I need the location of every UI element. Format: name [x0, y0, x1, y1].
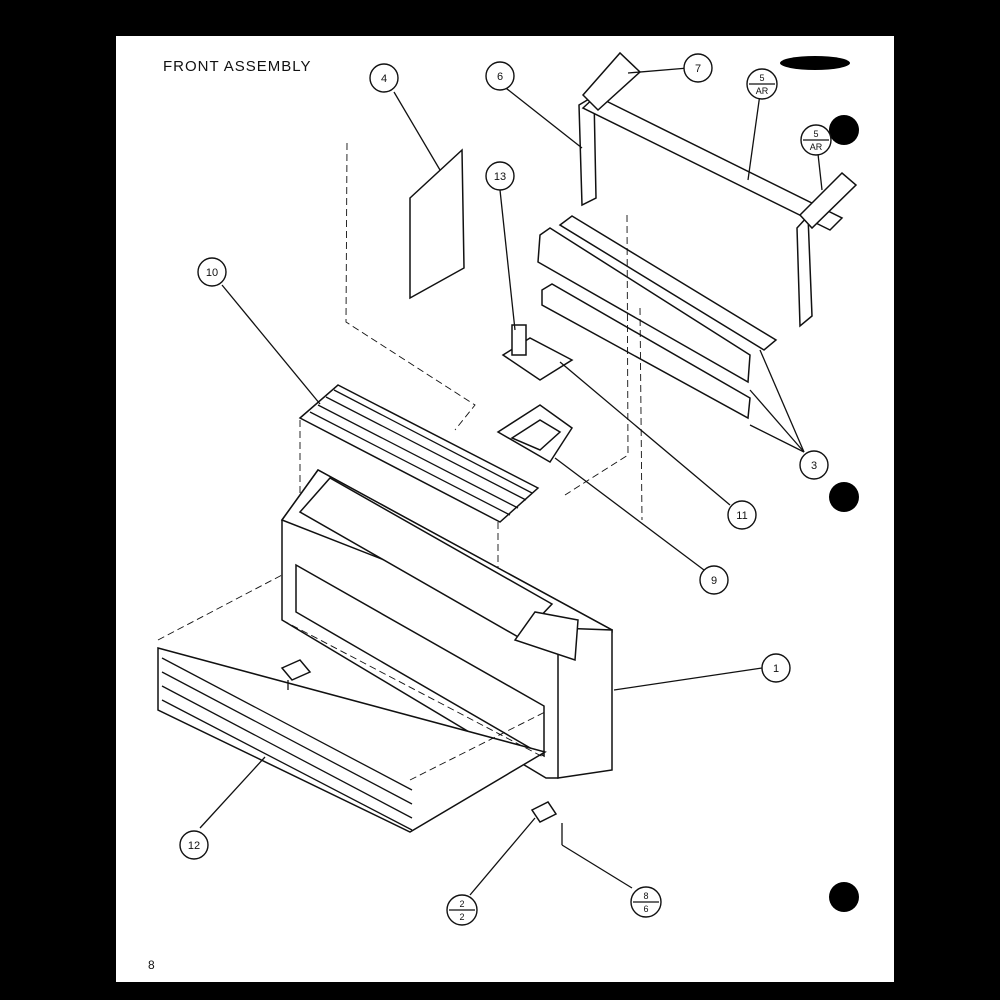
- part-frame: [578, 51, 858, 328]
- svg-text:5: 5: [813, 129, 818, 139]
- callout-1: 1: [761, 653, 791, 683]
- svg-text:6: 6: [643, 904, 648, 914]
- ink-smudge: [780, 56, 850, 70]
- registration-dot: [829, 115, 859, 145]
- page-title: FRONT ASSEMBLY: [163, 58, 312, 75]
- part-control-box: [496, 404, 574, 464]
- callout-9: 9: [699, 565, 729, 595]
- svg-text:AR: AR: [756, 86, 769, 96]
- svg-text:11: 11: [736, 510, 747, 522]
- part-bracket: [501, 324, 574, 381]
- ref-callout-d: 2 2: [446, 894, 478, 926]
- part-grille: [298, 384, 540, 640]
- svg-text:8: 8: [643, 891, 648, 901]
- callout-7: 7: [683, 53, 713, 83]
- ref-callout-c: 8 6: [630, 886, 662, 918]
- svg-text:6: 6: [497, 71, 503, 83]
- svg-text:10: 10: [206, 267, 218, 279]
- callout-4: 4: [369, 63, 399, 93]
- svg-text:2: 2: [459, 899, 464, 909]
- callout-12: 12: [179, 830, 209, 860]
- registration-dot: [829, 482, 859, 512]
- part-strips: [537, 214, 778, 521]
- part-clip: [280, 659, 563, 845]
- svg-text:13: 13: [494, 171, 506, 183]
- svg-text:12: 12: [188, 840, 200, 852]
- leader-lines: [199, 67, 823, 896]
- callout-11: 11: [727, 500, 757, 530]
- svg-text:9: 9: [711, 575, 717, 587]
- page-number: 8: [148, 958, 155, 972]
- svg-text:7: 7: [695, 63, 701, 75]
- callout-6: 6: [485, 61, 515, 91]
- ref-callout-a: 5 AR: [746, 68, 778, 100]
- part-front-grille: [157, 574, 547, 833]
- ref-callout-b: 5 AR: [800, 124, 832, 156]
- svg-text:3: 3: [811, 460, 817, 472]
- svg-text:1: 1: [773, 663, 779, 675]
- svg-text:4: 4: [381, 73, 387, 85]
- part-panel: [345, 142, 476, 431]
- svg-text:2: 2: [459, 912, 464, 922]
- registration-dot: [829, 882, 859, 912]
- svg-text:5: 5: [759, 73, 764, 83]
- callout-13: 13: [485, 161, 515, 191]
- callout-3: 3: [799, 450, 829, 480]
- callout-10: 10: [197, 257, 227, 287]
- svg-text:AR: AR: [810, 142, 823, 152]
